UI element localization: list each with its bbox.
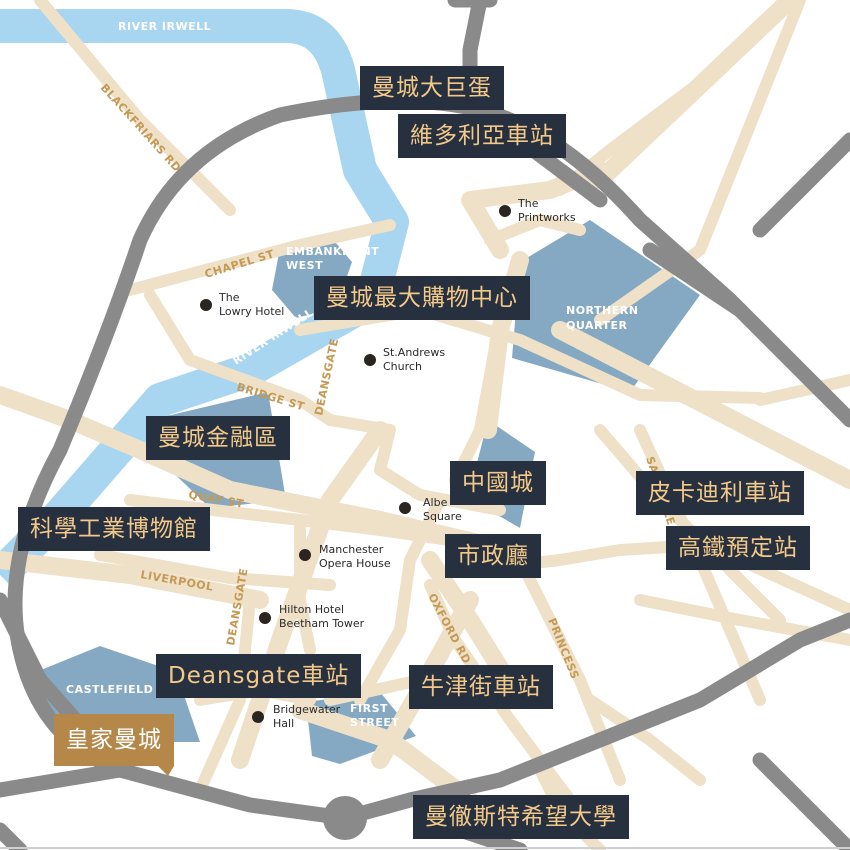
label-chinatown: 中國城 [450,461,546,505]
label-deansgate-station: Deansgate車站 [156,654,362,698]
label-manchester-arena: 曼城大巨蛋 [360,66,504,110]
ring-road-junction [323,796,367,840]
label-manchester-metropolitan-university: 曼徹斯特希望大學 [413,795,629,839]
label-science-industry-museum: 科學工業博物館 [18,507,210,551]
district-northern-quarter [512,220,700,392]
label-spinningfields: 曼城金融區 [146,416,290,460]
river-irwell [0,9,409,588]
poi-dot-printworks [499,205,511,217]
poi-dot-opera-house [299,549,311,561]
poi-dot-beetham-tower [259,612,271,624]
label-victoria-station: 維多利亞車站 [398,114,566,158]
label-arndale-centre: 曼城最大購物中心 [314,276,530,320]
poi-dot-st-andrews-church [364,354,376,366]
district-label: CASTLEFIELD [66,683,153,696]
label-piccadilly-station: 皮卡迪利車站 [636,471,804,515]
label-oxford-road-station: 牛津街車站 [409,665,553,709]
label-town-hall: 市政廳 [445,534,541,578]
street-label: BLACKFRIARS RD [98,81,184,174]
label-royal-manchester: 皇家曼城 [54,714,174,776]
poi-dot-albert-square [399,502,411,514]
label-hs2-station: 高鐵預定站 [666,526,810,570]
poi-dot-lowry-hotel [200,299,212,311]
street-label: CHAPEL ST [203,247,276,281]
poi-dot-bridgewater-hall [252,711,264,723]
river-label: RIVER IRWELL [118,20,211,33]
